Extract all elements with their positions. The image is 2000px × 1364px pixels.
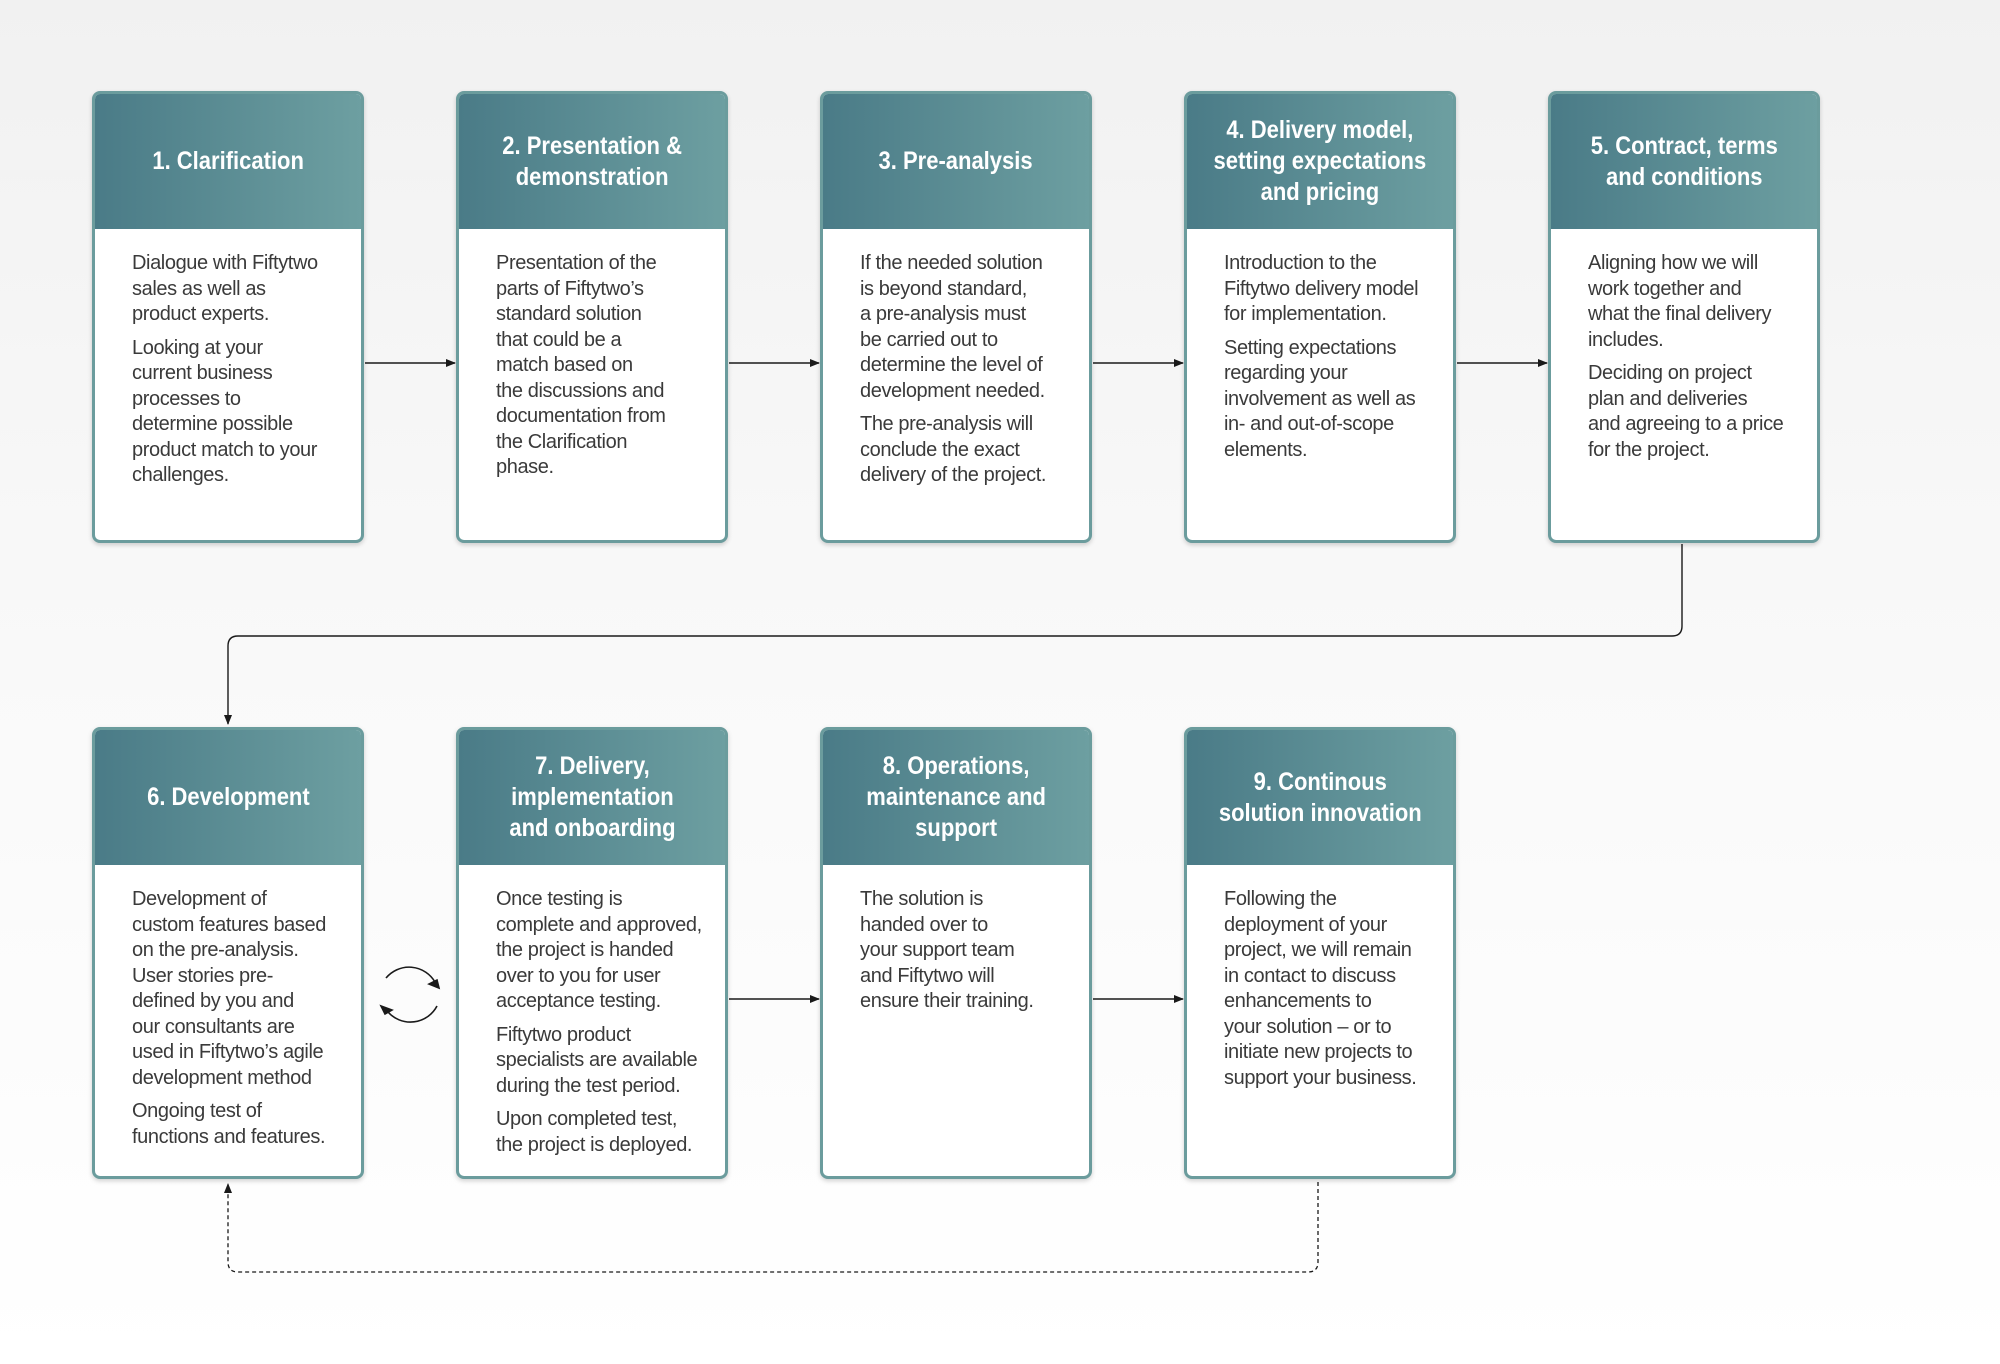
step-description: Development of custom features based on … [95,865,361,1150]
step-paragraph: Presentation of the parts of Fiftytwo’s … [496,252,666,478]
step-description: If the needed solution is beyond standar… [823,229,1089,489]
step-header: 5. Contract, terms and conditions [1551,94,1817,229]
feedback-arrow-9-to-6 [224,1182,1319,1273]
step-paragraph: The solution is handed over to your supp… [860,888,1034,1012]
step-paragraph: If the needed solution is beyond standar… [860,252,1045,402]
step-paragraph: Following the deployment of your project… [1224,888,1417,1089]
step-header: 4. Delivery model, setting expectations … [1187,94,1453,229]
step-header: 3. Pre-analysis [823,94,1089,229]
step-card-2: 2. Presentation & demonstration Presenta… [456,91,728,543]
step-title: 2. Presentation & demonstration [502,131,682,191]
step-title: 7. Delivery, implementation and onboardi… [508,752,676,842]
step-paragraph: Once testing is complete and approved, t… [496,888,702,1012]
step-header: 7. Delivery, implementation and onboardi… [459,730,725,865]
step-card-3: 3. Pre-analysis If the needed solution i… [820,91,1092,543]
step-card-9: 9. Continous solution innovation Followi… [1184,727,1456,1179]
step-description: Following the deployment of your project… [1187,865,1453,1091]
step-paragraph: Fiftytwo product specialists are availab… [496,1023,698,1097]
step-card-7: 7. Delivery, implementation and onboardi… [456,727,728,1179]
cycle-arrows-icon [379,966,441,1023]
step-description: Dialogue with Fiftytwo sales as well as … [95,229,361,489]
step-header: 6. Development [95,730,361,865]
step-paragraph: Deciding on project plan and deliveries … [1588,362,1784,461]
step-paragraph: Setting expectations regarding your invo… [1224,336,1416,461]
step-title: 9. Continous solution innovation [1218,767,1422,827]
step-paragraph: Development of custom features based on … [132,888,326,1089]
step-header: 1. Clarification [95,94,361,229]
step-title: 5. Contract, terms and conditions [1590,131,1778,191]
step-card-8: 8. Operations, maintenance and support T… [820,727,1092,1179]
step-paragraph: The pre-analysis will conclude the exact… [860,413,1047,486]
step-card-6: 6. Development Development of custom fea… [92,727,364,1179]
step-title: 8. Operations, maintenance and support [866,752,1046,842]
step-description: Once testing is complete and approved, t… [459,865,725,1158]
step-description: Introduction to the Fiftytwo delivery mo… [1187,229,1453,463]
step-description: Presentation of the parts of Fiftytwo’s … [459,229,725,481]
step-title: 3. Pre-analysis [878,147,1034,175]
step-paragraph: Dialogue with Fiftytwo sales as well as … [132,252,318,325]
arrow-5-to-6 [224,544,1683,725]
step-title: 1. Clarification [152,147,304,175]
step-paragraph: Upon completed test, the project is depl… [496,1108,693,1156]
step-description: The solution is handed over to your supp… [823,865,1089,1015]
step-paragraph: Introduction to the Fiftytwo delivery mo… [1224,252,1419,325]
step-paragraph: Aligning how we will work together and w… [1588,252,1772,351]
step-paragraph: Ongoing test of functions and features. [132,1100,326,1148]
step-card-1: 1. Clarification Dialogue with Fiftytwo … [92,91,364,543]
step-title: 4. Delivery model, setting expectations … [1213,116,1427,206]
step-header: 8. Operations, maintenance and support [823,730,1089,865]
step-title: 6. Development [146,783,310,811]
step-header: 2. Presentation & demonstration [459,94,725,229]
step-paragraph: Looking at your current business process… [132,336,318,487]
step-header: 9. Continous solution innovation [1187,730,1453,865]
step-card-5: 5. Contract, terms and conditions Aligni… [1548,91,1820,543]
step-card-4: 4. Delivery model, setting expectations … [1184,91,1456,543]
step-description: Aligning how we will work together and w… [1551,229,1817,463]
